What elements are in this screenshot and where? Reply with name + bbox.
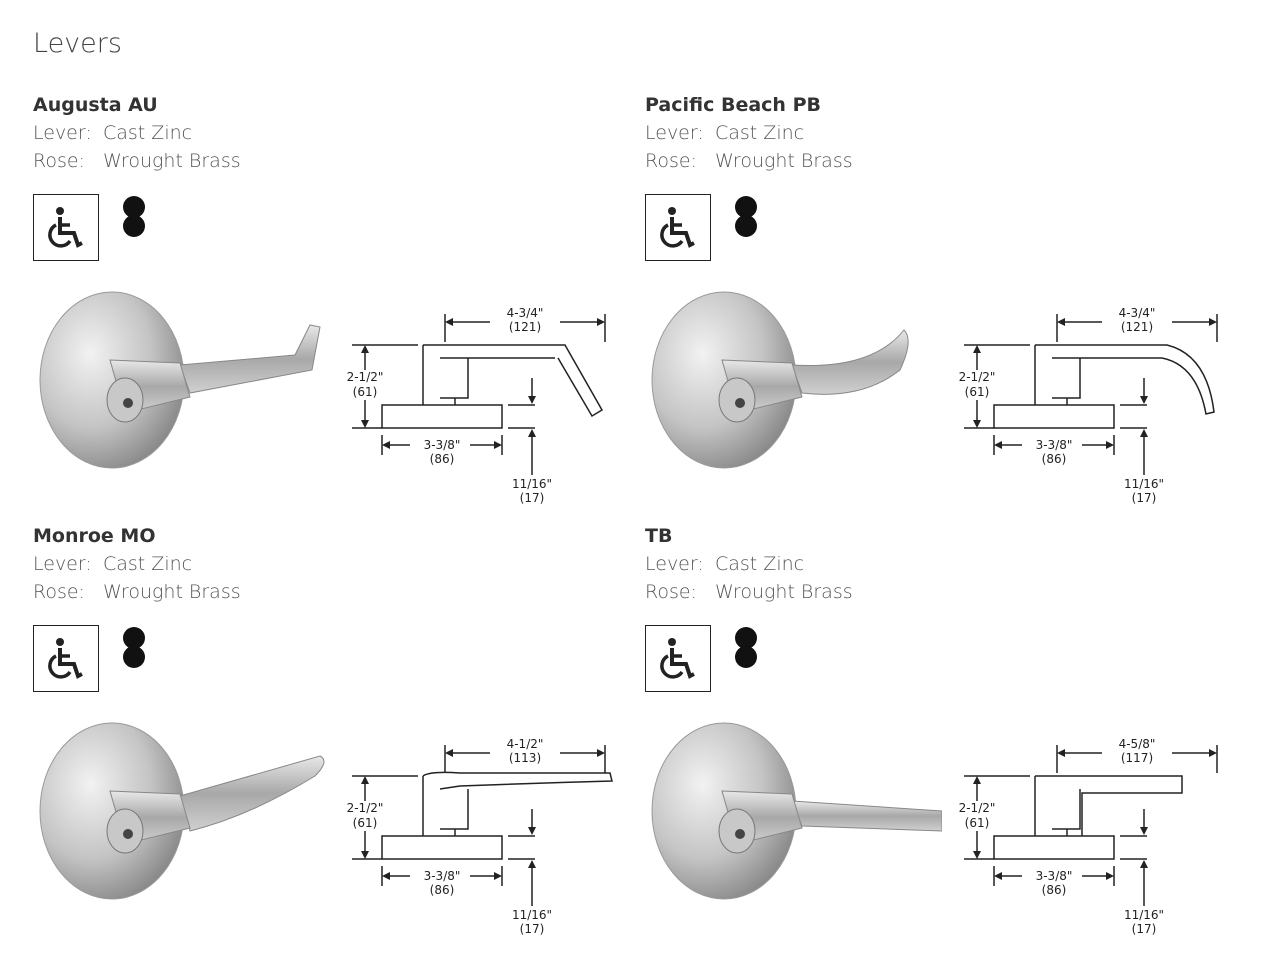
height-mm: (61) — [352, 385, 378, 399]
lever-label: Lever: — [645, 553, 704, 575]
offset-inches: 11/16" — [1123, 908, 1165, 922]
offset-mm: (17) — [1131, 491, 1157, 505]
lever-material-value: Cast Zinc — [715, 122, 805, 144]
rose-material: Rose: Wrought Brass — [33, 581, 241, 603]
lever-photo — [651, 722, 942, 900]
lever-material: Lever: Cast Zinc — [33, 553, 192, 575]
rose-diameter-inches: 3-3/8" — [1035, 869, 1073, 883]
rose-material-value: Wrought Brass — [103, 150, 241, 172]
rose-label: Rose: — [645, 581, 697, 603]
dimension-diagram: 4-5/8" (117) 2-1/2" (61) 3-3/8" (86) 11/… — [952, 731, 1232, 941]
lever-photo — [39, 291, 321, 469]
offset-inches: 11/16" — [1123, 477, 1165, 491]
wheelchair-accessible-icon — [645, 625, 711, 692]
rose-material-value: Wrought Brass — [103, 581, 241, 603]
lever-label: Lever: — [645, 122, 704, 144]
lever-material-value: Cast Zinc — [715, 553, 805, 575]
rose-diameter-inches: 3-3/8" — [423, 438, 461, 452]
length-inches: 4-1/2" — [506, 737, 544, 751]
length-inches: 4-3/4" — [506, 306, 544, 320]
rose-label: Rose: — [645, 150, 697, 172]
figure-eight-cylinder-icon — [121, 627, 147, 673]
rose-material: Rose: Wrought Brass — [33, 150, 241, 172]
height-inches: 2-1/2" — [346, 801, 384, 815]
offset-mm: (17) — [519, 922, 545, 936]
rose-diameter-mm: (86) — [429, 452, 455, 466]
height-mm: (61) — [964, 816, 990, 830]
length-inches: 4-3/4" — [1118, 306, 1156, 320]
length-mm: (113) — [508, 751, 542, 765]
lever-label: Lever: — [33, 553, 92, 575]
rose-diameter-mm: (86) — [1041, 452, 1067, 466]
length-mm: (121) — [508, 320, 542, 334]
dimension-diagram: 4-3/4" (121) 2-1/2" (61) 3-3/8" (86) 11/… — [952, 300, 1232, 510]
wheelchair-accessible-icon — [33, 194, 99, 261]
lever-panel-augusta: Augusta AU Lever: Cast Zinc Rose: Wrought … — [0, 0, 612, 505]
rose-diameter-inches: 3-3/8" — [423, 869, 461, 883]
rose-label: Rose: — [33, 150, 85, 172]
lever-name: Monroe MO — [33, 525, 156, 547]
page-title: Levers — [33, 28, 122, 59]
height-mm: (61) — [352, 816, 378, 830]
offset-mm: (17) — [1131, 922, 1157, 936]
lever-name: TB — [645, 525, 673, 547]
height-inches: 2-1/2" — [958, 370, 996, 384]
rose-material-value: Wrought Brass — [715, 150, 853, 172]
height-mm: (61) — [964, 385, 990, 399]
lever-name: Pacific Beach PB — [645, 94, 821, 116]
rose-material: Rose: Wrought Brass — [645, 581, 853, 603]
lever-photo — [651, 291, 909, 469]
dimension-diagram: 4-3/4" (121) 2-1/2" (61) 3-3/8" (86) 11/… — [340, 300, 620, 510]
rose-diameter-mm: (86) — [1041, 883, 1067, 897]
wheelchair-accessible-icon — [645, 194, 711, 261]
figure-eight-cylinder-icon — [733, 627, 759, 673]
wheelchair-accessible-icon — [33, 625, 99, 692]
length-mm: (117) — [1120, 751, 1154, 765]
lever-material: Lever: Cast Zinc — [33, 122, 192, 144]
offset-mm: (17) — [519, 491, 545, 505]
lever-name: Augusta AU — [33, 94, 158, 116]
lever-material-value: Cast Zinc — [103, 553, 193, 575]
lever-material: Lever: Cast Zinc — [645, 122, 804, 144]
lever-material-value: Cast Zinc — [103, 122, 193, 144]
height-inches: 2-1/2" — [958, 801, 996, 815]
rose-diameter-mm: (86) — [429, 883, 455, 897]
rose-material-value: Wrought Brass — [715, 581, 853, 603]
rose-diameter-inches: 3-3/8" — [1035, 438, 1073, 452]
rose-material: Rose: Wrought Brass — [645, 150, 853, 172]
lever-material: Lever: Cast Zinc — [645, 553, 804, 575]
lever-panel-monroe: Monroe MO Lever: Cast Zinc Rose: Wrought B… — [0, 431, 613, 936]
rose-label: Rose: — [33, 581, 85, 603]
lever-panel-tb: TB Lever: Cast Zinc Rose: Wrought Brass 4-… — [612, 431, 1224, 936]
offset-inches: 11/16" — [511, 477, 553, 491]
offset-inches: 11/16" — [511, 908, 553, 922]
height-inches: 2-1/2" — [346, 370, 384, 384]
length-inches: 4-5/8" — [1118, 737, 1156, 751]
length-mm: (121) — [1120, 320, 1154, 334]
lever-label: Lever: — [33, 122, 92, 144]
figure-eight-cylinder-icon — [733, 196, 759, 242]
lever-panel-pacific-beach: Pacific Beach PB Lever: Cast Zinc Rose: Wr… — [612, 0, 1224, 505]
dimension-diagram: 4-1/2" (113) 2-1/2" (61) 3-3/8" (86) 11/… — [340, 731, 620, 941]
figure-eight-cylinder-icon — [121, 196, 147, 242]
lever-photo — [39, 722, 325, 900]
